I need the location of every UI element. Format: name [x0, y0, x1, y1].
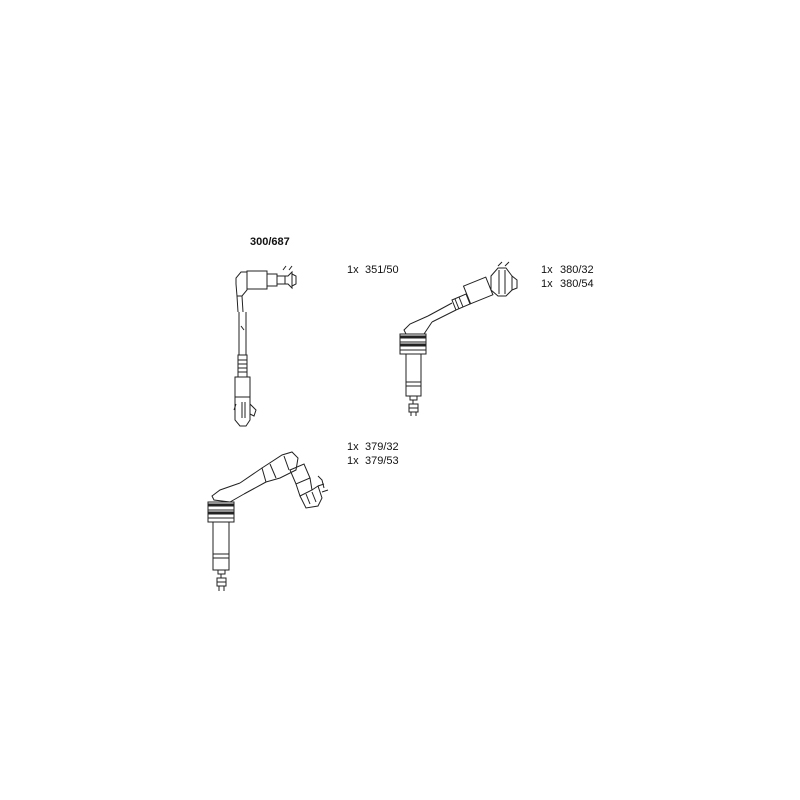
part-label-code: 380/54	[560, 278, 594, 290]
spark-plug-terminal	[408, 395, 419, 416]
cable-boot-top	[235, 271, 248, 297]
kit-title: 300/687	[250, 236, 290, 248]
cable-boot-elbow	[403, 315, 433, 335]
terminal-clip-top	[490, 261, 518, 297]
cable-boot-bottom	[234, 376, 251, 398]
ignition-cable-351	[233, 265, 297, 427]
ignition-cable-380	[399, 261, 518, 416]
spark-plug-boot	[399, 333, 427, 355]
cable-boot-collar	[246, 270, 268, 290]
cable-sleeve	[237, 354, 248, 378]
spark-plug-terminal	[216, 569, 227, 591]
part-label-code: 351/50	[365, 264, 399, 276]
spark-plug-tube	[212, 521, 230, 555]
part-label-qty: 1x	[347, 455, 359, 467]
terminal-clip-bottom	[233, 397, 257, 427]
part-label-qty: 1x	[347, 441, 359, 453]
spark-plug-boot	[207, 501, 235, 523]
ignition-cable-379	[207, 451, 329, 591]
part-label-code: 379/32	[365, 441, 399, 453]
part-label-qty: 1x	[541, 264, 553, 276]
part-label-qty: 1x	[541, 278, 553, 290]
cable-sleeve	[451, 293, 471, 311]
cable-boot-top	[261, 451, 299, 483]
terminal-clip-top	[266, 265, 297, 290]
spark-plug-tube	[405, 353, 422, 383]
cable-wire	[427, 302, 453, 317]
cable-boot-elbow	[211, 482, 245, 503]
terminal-clip-top	[299, 475, 329, 509]
part-label-code: 380/32	[560, 264, 594, 276]
part-label-code: 379/53	[365, 455, 399, 467]
cable-wire	[239, 467, 263, 484]
part-label-qty: 1x	[347, 264, 359, 276]
cable-boot-collar	[462, 276, 494, 305]
cable-boot-collar	[289, 463, 313, 497]
